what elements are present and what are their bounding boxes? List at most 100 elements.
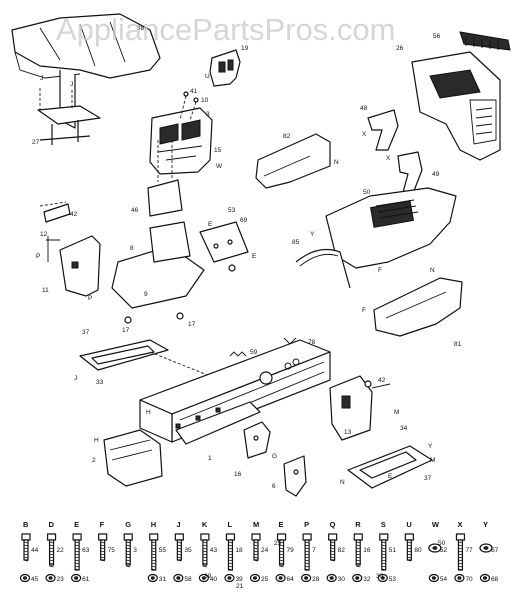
bolt-thread xyxy=(305,547,310,550)
callout-46: 46 xyxy=(131,207,139,214)
nut-hole xyxy=(483,576,487,580)
callout-38: 38 xyxy=(137,25,145,32)
nut-hole xyxy=(74,576,79,580)
bolt-head xyxy=(379,533,389,541)
bolt-thread xyxy=(202,565,207,568)
bolt-thread xyxy=(356,556,361,559)
bracket-19-part xyxy=(209,49,241,87)
callout-48: 48 xyxy=(360,105,368,112)
hardware-row: B4445D2223E6361F75G3H5531J3558K4340L1839… xyxy=(19,520,499,583)
bolt-thread xyxy=(23,541,29,544)
bolt-thread xyxy=(126,559,131,562)
callout-3: 3 xyxy=(206,111,210,118)
callout-33: 33 xyxy=(96,379,104,386)
bolt-thread xyxy=(100,547,105,550)
bolt-thread xyxy=(305,562,310,565)
hardware-part-number: 18 xyxy=(235,547,243,554)
callout-13: 13 xyxy=(344,429,352,436)
callout-78: 78 xyxy=(308,339,316,346)
hardware-sub-number: 25 xyxy=(261,576,269,583)
bolt-thread xyxy=(49,559,54,562)
bolt-thread xyxy=(381,550,386,553)
hardware-part-number: 55 xyxy=(159,547,167,554)
bolt-thread xyxy=(279,556,284,559)
front-frame-part xyxy=(411,51,501,161)
letter-e-right: E xyxy=(252,253,257,260)
hardware-part-number: 3 xyxy=(133,547,137,554)
bolt-thread xyxy=(407,550,412,553)
bolt-head xyxy=(200,533,210,541)
callout-85: 85 xyxy=(292,239,300,246)
callout-81: 81 xyxy=(454,341,462,348)
seat-support-46 xyxy=(147,140,183,217)
bolt-head xyxy=(404,533,414,541)
hardware-sub-number: 28 xyxy=(312,576,320,583)
bolt-thread xyxy=(305,559,310,562)
bolt-thread xyxy=(23,556,29,559)
nut-hole xyxy=(23,576,27,580)
bolt-thread xyxy=(177,550,182,553)
bolt-thread xyxy=(458,556,463,559)
callout-82: 82 xyxy=(283,133,291,140)
bolt-thread xyxy=(381,559,386,562)
bolt-thread xyxy=(458,547,463,550)
bolt-thread xyxy=(202,556,207,559)
bolt-thread xyxy=(126,544,131,547)
bolt-thread xyxy=(75,550,80,553)
nut-hole xyxy=(355,576,360,580)
bolt-thread xyxy=(100,553,105,556)
callout-15: 15 xyxy=(214,147,222,154)
hardware-column-letter: J xyxy=(176,520,180,529)
bolt-thread xyxy=(151,568,156,571)
bolt-thread xyxy=(228,559,233,562)
bolt-shank xyxy=(278,539,285,566)
callout-19: 19 xyxy=(241,45,249,52)
nut-hole xyxy=(278,576,283,580)
callout-8: 8 xyxy=(130,245,134,252)
bolt-thread xyxy=(100,559,105,562)
hardware-part-number: 22 xyxy=(57,547,65,554)
hardware-part-number: 77 xyxy=(465,547,473,554)
bolt-thread xyxy=(23,550,29,553)
panel-81-part xyxy=(373,277,463,337)
bolt-thread xyxy=(228,547,233,550)
hardware-column-letter: U xyxy=(406,520,411,529)
bolt-thread xyxy=(151,559,156,562)
hardware-sub-number: 61 xyxy=(82,576,90,583)
hardware-column-letter: M xyxy=(253,520,259,529)
bolt-thread xyxy=(305,544,310,547)
hardware-sub-number: 64 xyxy=(287,576,295,583)
bolt-shank xyxy=(406,539,412,561)
hardware-sub-number: 54 xyxy=(440,576,448,583)
hardware-sub-number: 45 xyxy=(31,576,39,583)
hardware-extra-r-mid: 30 xyxy=(376,573,384,580)
washer-hole xyxy=(483,546,489,550)
bolt-thread xyxy=(100,544,105,547)
callout-11: 11 xyxy=(42,287,49,294)
letter-y-a: Y xyxy=(310,231,315,238)
callout-2: 2 xyxy=(92,457,96,464)
bolt-thread xyxy=(356,565,361,568)
frame-rail-lower xyxy=(175,401,261,445)
hardware-item: G3 xyxy=(123,520,137,568)
bolt-shank xyxy=(176,539,182,561)
letter-m-right: M xyxy=(394,409,399,416)
nut-hole xyxy=(329,576,334,580)
letter-f-bottom: F xyxy=(378,267,382,274)
bolt-thread xyxy=(100,541,105,544)
bolt-thread xyxy=(253,556,259,559)
bolt-head xyxy=(149,533,159,541)
bolt-thread xyxy=(75,562,80,565)
bolt-head xyxy=(328,533,338,541)
bolt-thread xyxy=(49,565,54,568)
bolt-thread xyxy=(228,565,233,568)
side-panel-82 xyxy=(255,133,331,189)
bolt-thread xyxy=(279,544,284,547)
nut-hole xyxy=(304,576,309,580)
nut-hole xyxy=(150,576,155,580)
hardware-column-letter: F xyxy=(100,520,105,529)
